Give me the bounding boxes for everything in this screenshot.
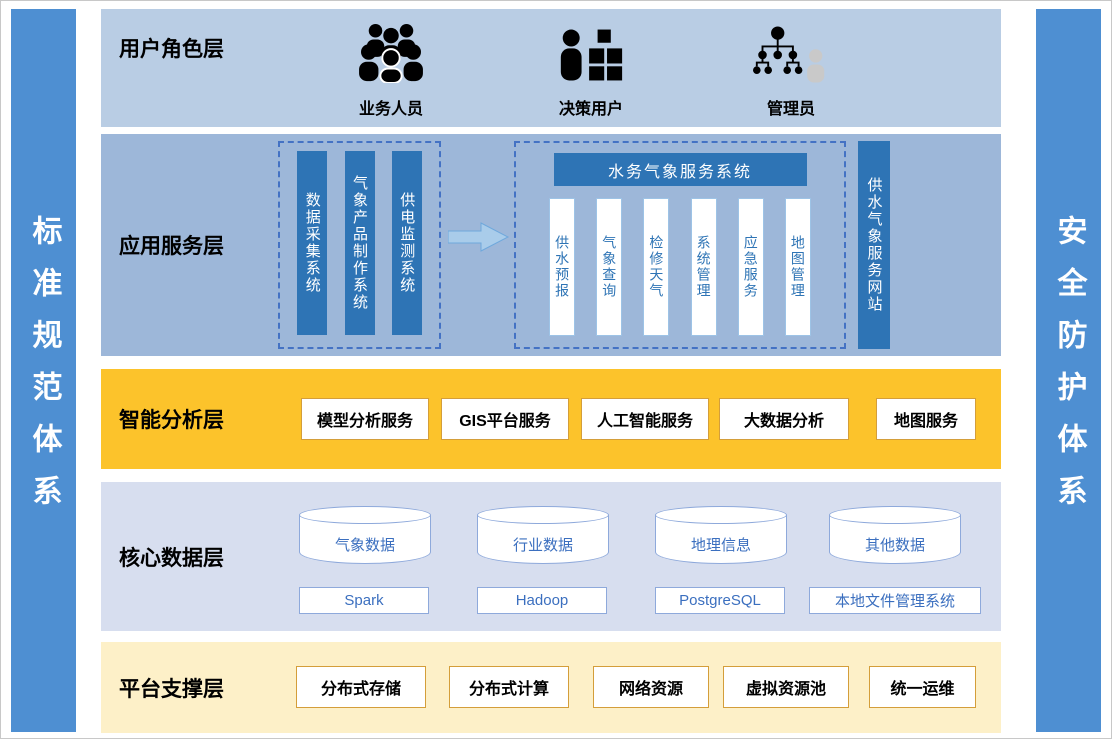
role-business-users: 业务人员 [331,19,451,119]
database-cylinder: 其他数据 [829,506,961,564]
service-box: GIS平台服务 [441,398,569,440]
module-strip: 检修天气 [643,198,670,336]
module-strip: 地图管理 [784,198,811,336]
module-label: 供水预报 [554,235,571,299]
database-label: 气象数据 [334,537,395,554]
service-box: 地图服务 [876,398,976,440]
analysis-layer: 智能分析层 模型分析服务 GIS平台服务 人工智能服务 大数据分析 地图服务 [101,369,1001,469]
standards-pillar-label: 标准规范体系 [27,214,61,527]
database-cylinder: 行业数据 [477,506,609,564]
role-decision-users: 决策用户 [531,19,651,119]
water-weather-system-title: 水务气象服务系统 [553,153,807,186]
storage-box: Spark [299,587,429,614]
module-strip: 供水预报 [549,198,576,336]
right-arrow-icon [447,222,510,252]
source-system-label: 供电监测系统 [398,192,416,294]
resource-box: 网络资源 [593,666,709,708]
role-label: 管理员 [766,101,815,118]
org-hierarchy-icon [753,25,829,88]
module-label: 地图管理 [789,235,806,299]
source-system-strip: 数据采集系统 [297,151,328,335]
resource-box: 虚拟资源池 [723,666,849,708]
security-pillar: 安全防护体系 [1036,9,1101,732]
cylinder-top [477,506,609,524]
user-role-layer: 用户角色层 业务人员 [101,9,1001,127]
source-system-strip: 气象产品制作系统 [344,151,375,335]
database-cylinder: 地理信息 [655,506,787,564]
service-box: 模型分析服务 [301,398,429,440]
standards-pillar: 标准规范体系 [11,9,76,732]
modules-row: 供水预报 气象查询 检修天气 系统管理 应急服务 地图管理 [516,198,844,336]
module-strip: 气象查询 [596,198,623,336]
user-role-layer-label: 用户角色层 [119,38,224,61]
module-label: 检修天气 [648,235,665,299]
analysis-layer-label: 智能分析层 [119,409,224,432]
resource-box: 分布式计算 [449,666,569,708]
source-systems-group: 数据采集系统 气象产品制作系统 供电监测系统 [278,141,441,349]
service-box: 大数据分析 [719,398,849,440]
source-system-label: 数据采集系统 [303,192,321,294]
cylinder-top [655,506,787,524]
resource-box: 分布式存储 [296,666,426,708]
database-label: 其他数据 [864,537,925,554]
storage-box: 本地文件管理系统 [809,587,981,614]
platform-support-layer: 平台支撑层 分布式存储 分布式计算 网络资源 虚拟资源池 统一运维 [101,642,1001,733]
water-weather-system-group: 水务气象服务系统 供水预报 气象查询 检修天气 系统管理 应急服务 地图管理 [514,141,846,349]
storage-box: Hadoop [477,587,607,614]
source-system-label: 气象产品制作系统 [351,175,368,311]
database-label: 地理信息 [690,537,751,554]
core-data-layer: 核心数据层 气象数据 行业数据 地理信息 其他数据 Spark Hadoop P… [101,482,1001,631]
app-service-layer: 应用服务层 数据采集系统 气象产品制作系统 供电监测系统 水务气象服务系统 供水… [101,134,1001,356]
security-pillar-label: 安全防护体系 [1052,214,1086,527]
cylinder-top [829,506,961,524]
cylinder-body [655,515,787,564]
people-group-icon [354,23,428,88]
role-admin: 管理员 [731,19,851,119]
database-cylinder: 气象数据 [299,506,431,564]
database-label: 行业数据 [512,537,573,554]
module-label: 系统管理 [695,235,712,299]
app-service-layer-label: 应用服务层 [119,235,224,258]
cylinder-top [299,506,431,524]
module-label: 应急服务 [742,235,759,299]
roles-row: 业务人员 决策用户 [331,19,851,119]
module-strip: 应急服务 [737,198,764,336]
service-box: 人工智能服务 [581,398,709,440]
role-label: 业务人员 [358,101,423,118]
module-label: 气象查询 [601,235,618,299]
website-label: 供水气象服务网站 [865,177,883,313]
website-strip: 供水气象服务网站 [858,141,890,349]
storage-box: PostgreSQL [655,587,785,614]
source-system-strip: 供电监测系统 [391,151,422,335]
platform-support-layer-label: 平台支撑层 [119,677,224,701]
resource-box: 统一运维 [869,666,976,708]
core-data-layer-label: 核心数据层 [119,546,224,570]
person-blocks-icon [558,27,624,88]
role-label: 决策用户 [558,101,623,118]
module-strip: 系统管理 [690,198,717,336]
